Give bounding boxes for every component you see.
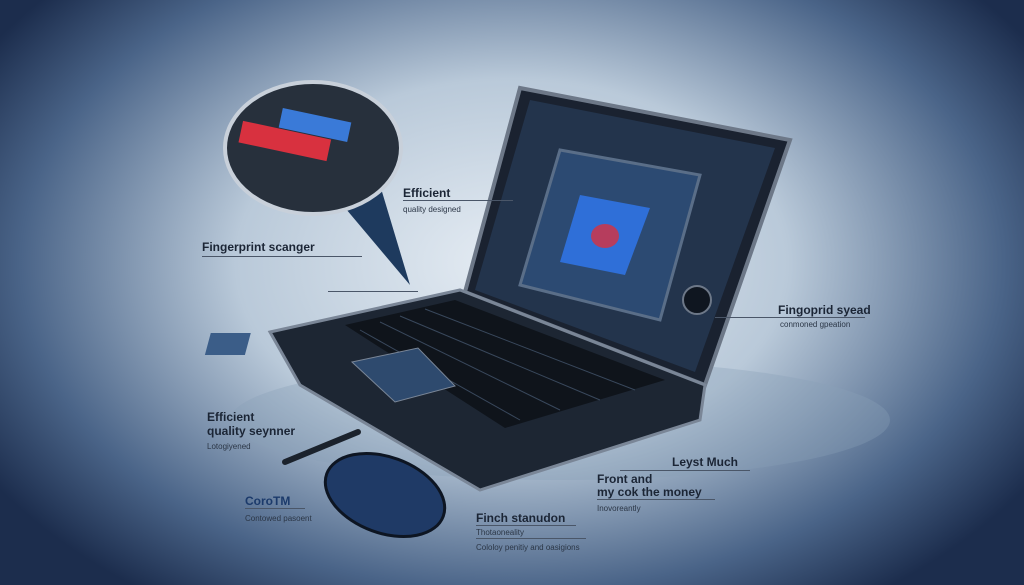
callout-core-subtitle: Contowed pasoent	[245, 514, 312, 523]
callout-efficient-top-subtitle: quality designed	[403, 205, 461, 214]
zoom-inset-red-strip	[238, 120, 332, 162]
mouse	[323, 451, 447, 539]
screen-center-glow	[591, 224, 619, 248]
zoom-inset-blue-key	[278, 107, 352, 143]
callout-finish-subtitle: Thotaoneality	[476, 528, 525, 537]
callout-line	[202, 256, 362, 257]
callout-front-title2: my cok the money	[597, 485, 702, 499]
callout-efficient-bottom-title2: quality seynner	[207, 424, 296, 438]
callout-efficient-bottom-title: Efficient	[207, 410, 255, 424]
touchpad	[350, 347, 456, 403]
callout-core-title: CoroTM	[245, 494, 291, 508]
callout-efficient-top-title: Efficient	[403, 186, 451, 200]
callout-line	[715, 317, 865, 318]
callout-line	[476, 538, 586, 539]
keyboard	[345, 300, 665, 428]
fingerprint-sensor	[204, 333, 251, 355]
callout-line	[403, 200, 513, 201]
callout-finish-title: Finch stanudon	[476, 511, 566, 525]
callout-leyst-title: Leyst Much	[672, 455, 739, 469]
callout-front-title: Front and	[597, 472, 653, 486]
callout-line	[476, 525, 576, 526]
screen-circle-emblem	[682, 285, 712, 315]
callout-efficient-bottom-subtitle: Lotogiyened	[207, 442, 251, 451]
callout-line	[328, 291, 418, 292]
callout-fingerprint-right-title: Fingoprid syead	[778, 303, 871, 317]
callout-fingerprint-right-subtitle: conmoned gpeation	[780, 320, 851, 329]
callout-finish-subtitle2: Cololoy penitiy and oasigions	[476, 543, 580, 552]
callout-line	[597, 499, 715, 500]
callout-fingerprint-left-title: Fingerprint scanger	[202, 240, 315, 254]
callout-line	[245, 508, 305, 509]
callout-line	[620, 470, 750, 471]
callout-front-subtitle: Inovoreantly	[597, 504, 641, 513]
stylus-pen	[282, 429, 361, 465]
